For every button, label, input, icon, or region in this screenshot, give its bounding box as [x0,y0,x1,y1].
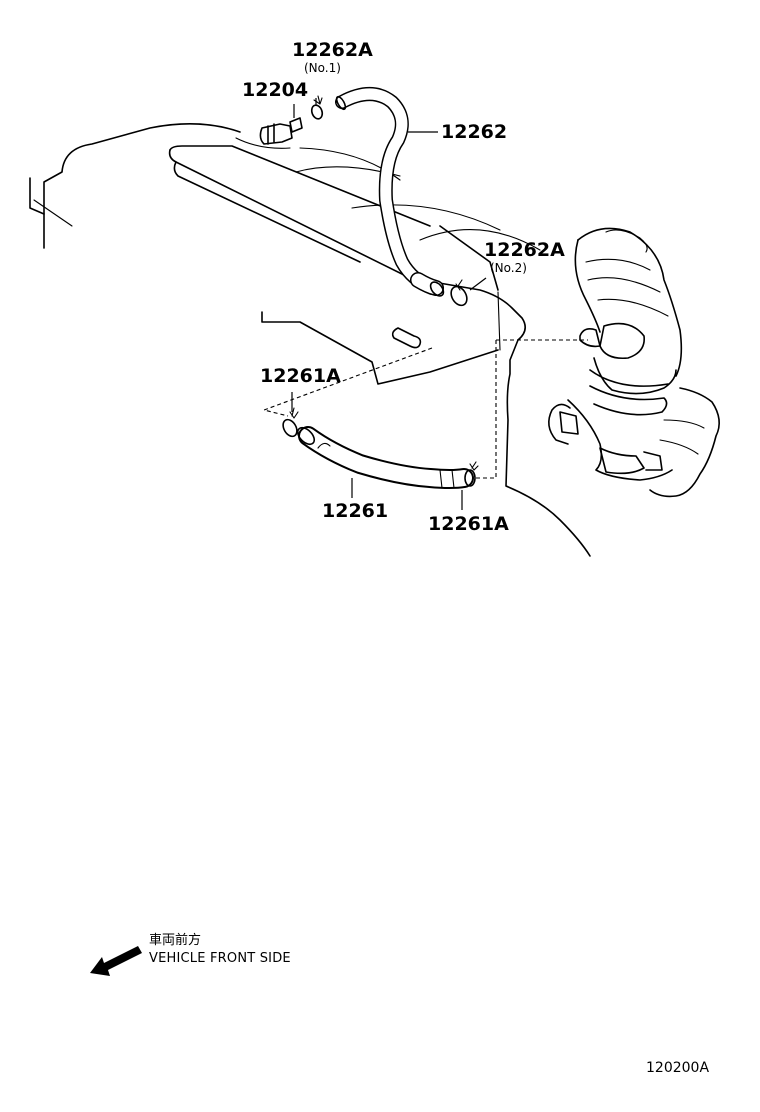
vehicle-front-label-jp: 車両前方 [149,933,202,948]
part-number-12261: 12261 [322,500,388,522]
ventilation-hose-12262 [335,87,445,297]
clip-12262A-no1 [310,95,324,120]
ventilation-hose-12261 [296,426,474,489]
clip-12262A-no2 [450,279,468,307]
clip-12261A-left [282,407,299,438]
part-number-12262: 12262 [441,121,507,143]
part-number-12261A-right: 12261A [428,513,509,535]
diagram-id: 120200A [646,1060,710,1076]
part-number-12262A-no2: 12262A [484,239,565,261]
pcv-valve-12204 [259,117,303,145]
part-number-12204: 12204 [242,79,308,101]
part-sub-no1: (No.1) [304,61,341,75]
air-intake-assembly [548,227,720,498]
part-leaders [291,98,487,510]
part-number-12261A-left: 12261A [260,365,341,387]
front-direction-arrow-icon [90,946,142,976]
part-number-12262A-no1: 12262A [292,39,373,61]
clip-12261A-right [464,461,479,487]
connection-dashed-lines [262,339,588,479]
engine-outline [29,123,591,557]
part-sub-no2: (No.2) [490,261,527,275]
vehicle-front-label-en: VEHICLE FRONT SIDE [149,951,291,966]
